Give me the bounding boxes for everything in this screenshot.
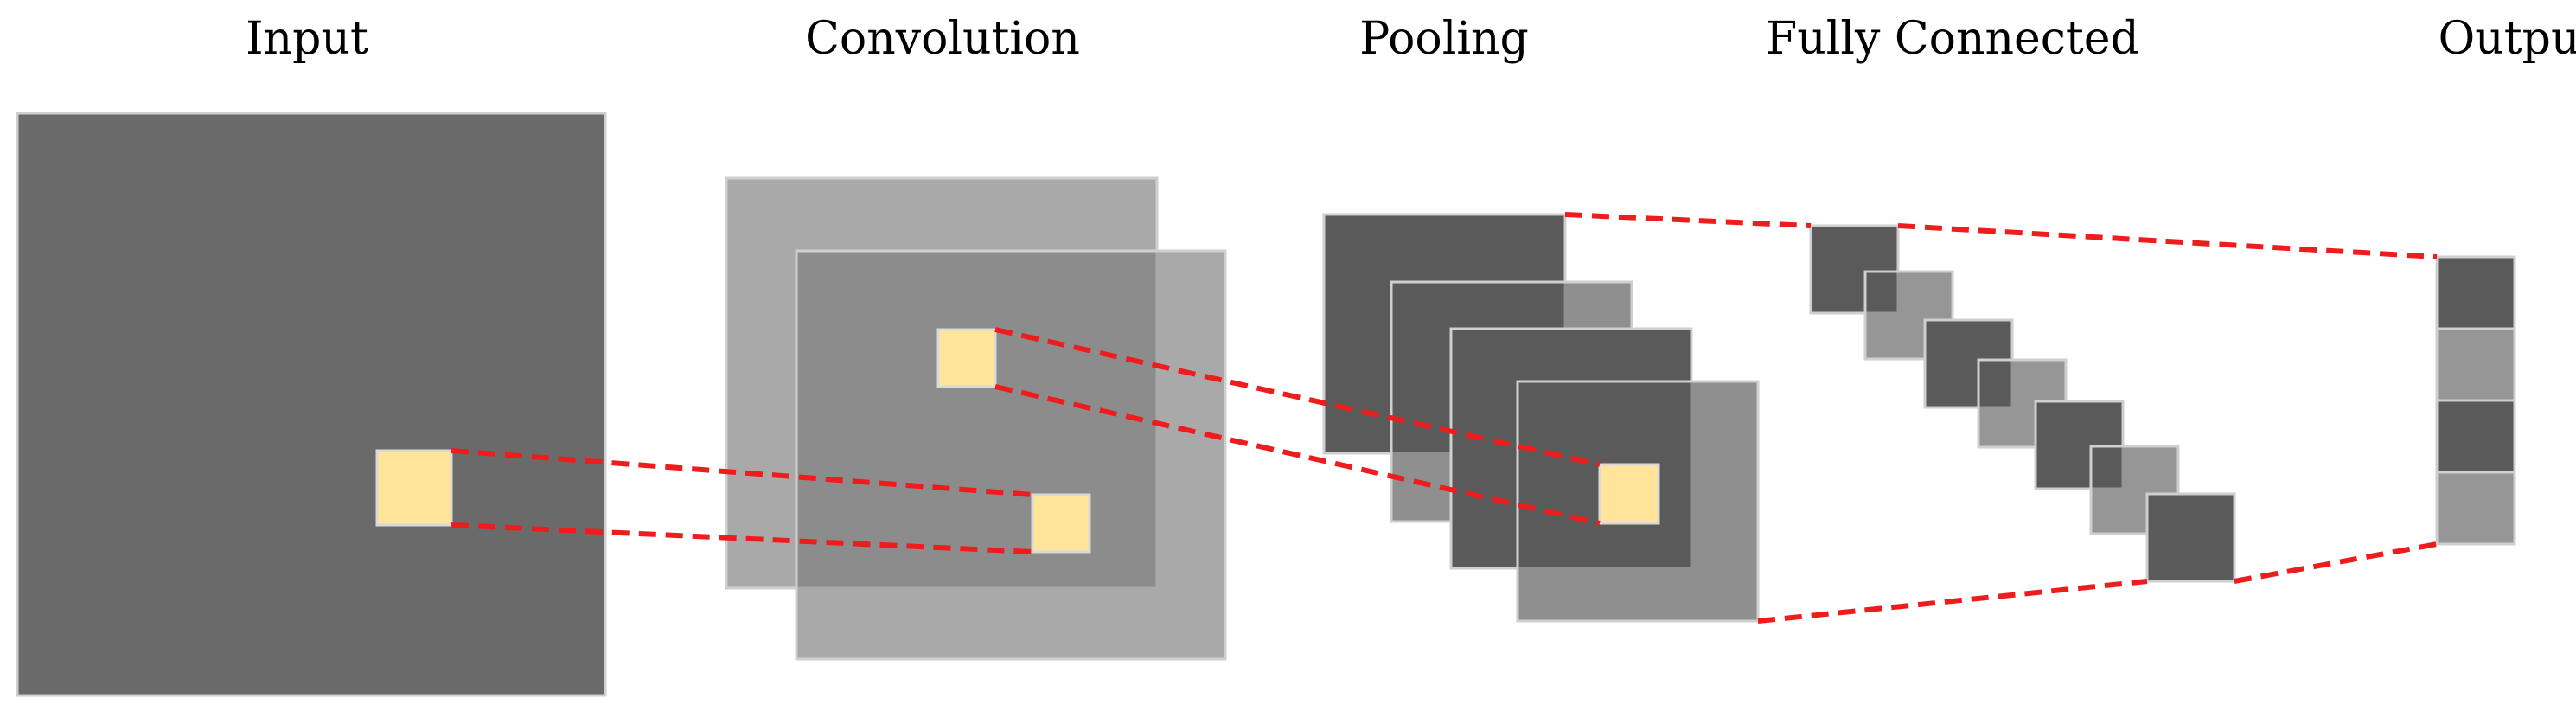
label-output: Output bbox=[2439, 13, 2576, 65]
output-stage bbox=[2435, 255, 2516, 546]
connector-fc-output-top bbox=[1897, 223, 2438, 259]
label-convolution: Convolution bbox=[805, 13, 1080, 65]
output-unit-4 bbox=[2435, 471, 2516, 546]
fc-node-4-overlap bbox=[1979, 361, 2011, 407]
connector-input-conv-top bbox=[451, 448, 1033, 497]
input-stage bbox=[16, 112, 607, 697]
connector-conv-pool-bottom bbox=[994, 384, 1601, 526]
connector-pool-fc-bottom bbox=[1757, 579, 2148, 624]
label-input: Input bbox=[246, 13, 368, 65]
fc-node-2-overlap bbox=[1866, 272, 1897, 312]
connector-input-conv-bottom bbox=[451, 522, 1033, 554]
label-pooling: Pooling bbox=[1359, 13, 1529, 65]
connector-fc-output-bottom bbox=[2234, 541, 2438, 584]
connectors bbox=[451, 212, 2438, 624]
pooling-stage bbox=[1322, 213, 1760, 623]
conv-feature-map-overlap bbox=[797, 252, 1156, 587]
fully-connected-stage bbox=[1809, 224, 2236, 583]
fc-node-6-overlap bbox=[2092, 447, 2122, 488]
output-unit-2 bbox=[2435, 327, 2516, 402]
convolution-stage bbox=[725, 176, 1227, 661]
conv-kernel-bottom bbox=[1031, 493, 1091, 554]
label-fully-connected: Fully Connected bbox=[1766, 13, 2139, 65]
output-unit-1 bbox=[2435, 255, 2516, 330]
input-feature-map bbox=[16, 112, 607, 697]
output-unit-3 bbox=[2435, 399, 2516, 474]
conv-kernel-top bbox=[936, 328, 997, 388]
fc-node-7 bbox=[2145, 492, 2236, 583]
connector-pool-fc-top bbox=[1564, 212, 1812, 228]
pool-kernel bbox=[1598, 463, 1660, 525]
input-receptive-field bbox=[375, 449, 453, 527]
connector-conv-pool-top bbox=[994, 327, 1601, 467]
